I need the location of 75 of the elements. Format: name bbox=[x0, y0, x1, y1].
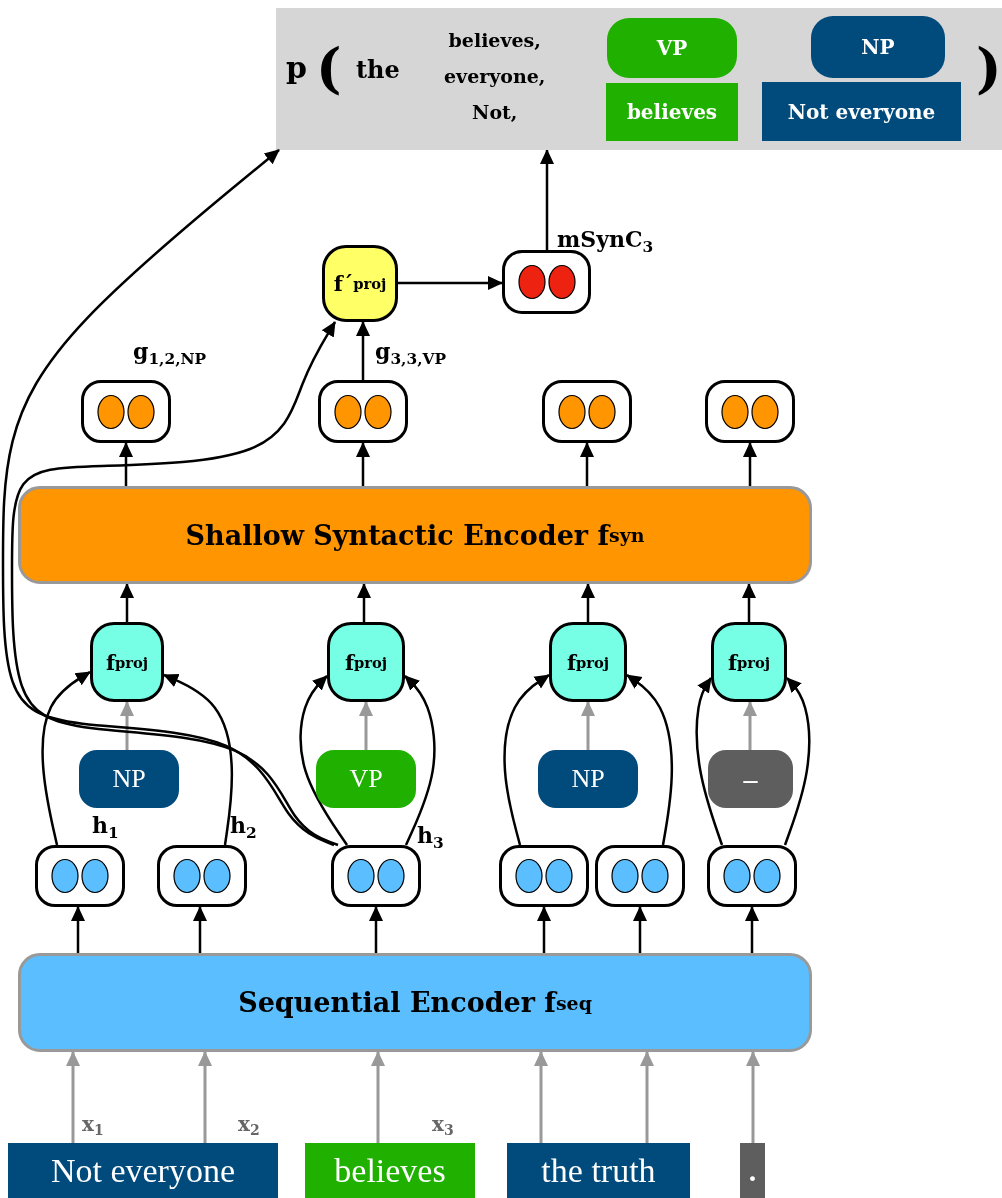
arrow bbox=[743, 701, 757, 750]
arrow bbox=[299, 675, 349, 846]
arrow bbox=[537, 906, 551, 953]
arrow bbox=[633, 906, 647, 953]
variable-p: p bbox=[286, 50, 307, 85]
phrase-tag: NP bbox=[79, 750, 179, 808]
arrow bbox=[359, 701, 373, 750]
vector-node bbox=[705, 380, 795, 443]
arrow bbox=[581, 583, 595, 622]
edge-label: x$_{2}$ bbox=[238, 1112, 260, 1139]
arrow bbox=[540, 149, 554, 250]
phrase-tag: – bbox=[708, 750, 793, 808]
input-word: believes bbox=[305, 1143, 475, 1198]
arrow bbox=[743, 442, 757, 486]
arrow bbox=[742, 583, 756, 622]
input-word: the truth bbox=[507, 1143, 690, 1198]
phrase-tag: VP bbox=[607, 18, 737, 78]
arrow bbox=[369, 906, 383, 953]
vector-label: g$_{3,3,VP}$ bbox=[375, 338, 447, 368]
vector-label: h$_{2}$ bbox=[230, 812, 257, 842]
arrow bbox=[783, 677, 811, 846]
vector-node bbox=[81, 380, 171, 443]
vector-label: h$_{1}$ bbox=[92, 812, 119, 842]
vector-node bbox=[35, 845, 125, 907]
arrow bbox=[41, 670, 91, 846]
arrow bbox=[1, 149, 335, 847]
arrow bbox=[640, 1051, 654, 1143]
arrow bbox=[695, 677, 724, 846]
arrow bbox=[119, 442, 133, 486]
vector-node bbox=[542, 380, 632, 443]
arrow bbox=[120, 583, 134, 622]
arrow bbox=[626, 673, 674, 846]
vector-node bbox=[502, 250, 591, 314]
close-parenthesis: ) bbox=[976, 36, 1002, 100]
phrase-tag: NP bbox=[538, 750, 638, 808]
input-word: Not everyone bbox=[8, 1143, 278, 1198]
phrase-tag: NP bbox=[811, 16, 945, 78]
formula-panel bbox=[276, 8, 1002, 150]
arrow bbox=[746, 1051, 760, 1143]
phrase-tag: VP bbox=[316, 750, 416, 808]
vector-label: h$_{3}$ bbox=[417, 822, 444, 852]
arrow bbox=[357, 583, 371, 622]
arrow bbox=[356, 321, 370, 380]
vector-node bbox=[707, 845, 797, 907]
vector-node bbox=[331, 845, 421, 907]
arrow bbox=[745, 906, 759, 953]
input-word: . bbox=[740, 1143, 765, 1198]
arrow bbox=[503, 673, 550, 846]
arrow bbox=[356, 442, 370, 486]
span-label: believes bbox=[606, 83, 738, 141]
arrow bbox=[120, 701, 134, 750]
open-parenthesis: ( bbox=[316, 36, 342, 100]
vector-label: mSynC$_{3}$ bbox=[557, 226, 654, 256]
arrow bbox=[404, 675, 436, 846]
vector-node bbox=[499, 845, 589, 907]
context-word-list: believes, everyone, Not, bbox=[444, 22, 546, 131]
arrow bbox=[71, 906, 85, 953]
vector-node bbox=[595, 845, 685, 907]
vector-label: g$_{1,2,NP}$ bbox=[133, 338, 207, 368]
arrow bbox=[398, 276, 503, 290]
word-the: the bbox=[356, 55, 400, 84]
arrow bbox=[193, 906, 207, 953]
arrow bbox=[534, 1051, 548, 1143]
arrow bbox=[580, 442, 594, 486]
arrow bbox=[371, 1051, 385, 1143]
vector-node bbox=[157, 845, 247, 907]
arrow bbox=[163, 673, 234, 846]
arrow bbox=[581, 701, 595, 750]
arrow bbox=[66, 1051, 80, 1143]
arrow bbox=[198, 1051, 212, 1143]
vector-node bbox=[318, 380, 408, 443]
span-label: Not everyone bbox=[762, 82, 961, 141]
edge-label: x$_{1}$ bbox=[82, 1112, 104, 1139]
arrow bbox=[10, 321, 339, 847]
edge-label: x$_{3}$ bbox=[432, 1112, 454, 1139]
